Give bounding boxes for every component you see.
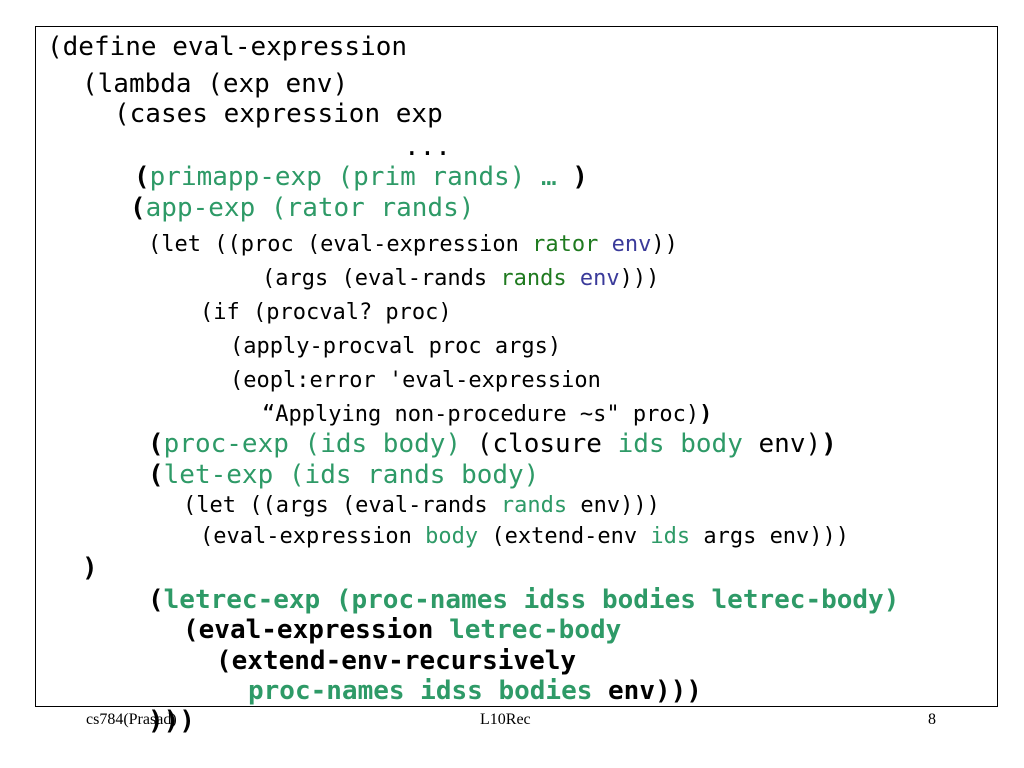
code-line-if: (if (procval? proc)	[200, 300, 452, 325]
code-line-eval-letrec-body: (eval-expression letrec-body	[183, 615, 622, 645]
code-line-args: (args (eval-rands rands env)))	[262, 266, 660, 291]
footer-title: L10Rec	[480, 711, 531, 728]
code-line-let-args: (let ((args (eval-rands rands env)))	[183, 493, 660, 518]
code-line-define: (define eval-expression	[47, 32, 408, 62]
code-line-proc-names: proc-names idss bodies env)))	[248, 676, 702, 706]
footer-course: cs784(Prasad)	[86, 711, 177, 728]
code-line-error-message: “Applying non-procedure ~s" proc))	[262, 402, 713, 427]
code-line-proc-exp: (proc-exp (ids body) (closure ids body e…	[148, 429, 837, 459]
code-line-let-proc: (let ((proc (eval-expression rator env))	[148, 232, 678, 257]
slide-frame	[35, 26, 998, 707]
code-line-primapp-exp: (primapp-exp (prim rands) … )	[134, 162, 588, 192]
code-line-let-exp: (let-exp (ids rands body)	[148, 460, 540, 490]
code-line-ellipsis: ...	[404, 132, 451, 162]
code-line-close-paren: )	[82, 553, 98, 583]
code-line-eopl-error: (eopl:error 'eval-expression	[230, 368, 601, 393]
code-line-lambda: (lambda (exp env)	[82, 69, 349, 99]
code-line-eval-body: (eval-expression body (extend-env ids ar…	[200, 524, 850, 549]
code-line-app-exp: (app-exp (rator rands)	[130, 193, 475, 223]
footer-page-number: 8	[928, 711, 936, 728]
code-line-extend-env-recursively: (extend-env-recursively	[216, 646, 577, 676]
code-line-closing-parens: )))	[148, 706, 195, 736]
code-line-letrec-exp: (letrec-exp (proc-names idss bodies letr…	[148, 585, 900, 615]
code-line-apply-procval: (apply-procval proc args)	[230, 334, 562, 359]
code-line-cases: (cases expression exp	[114, 99, 443, 129]
